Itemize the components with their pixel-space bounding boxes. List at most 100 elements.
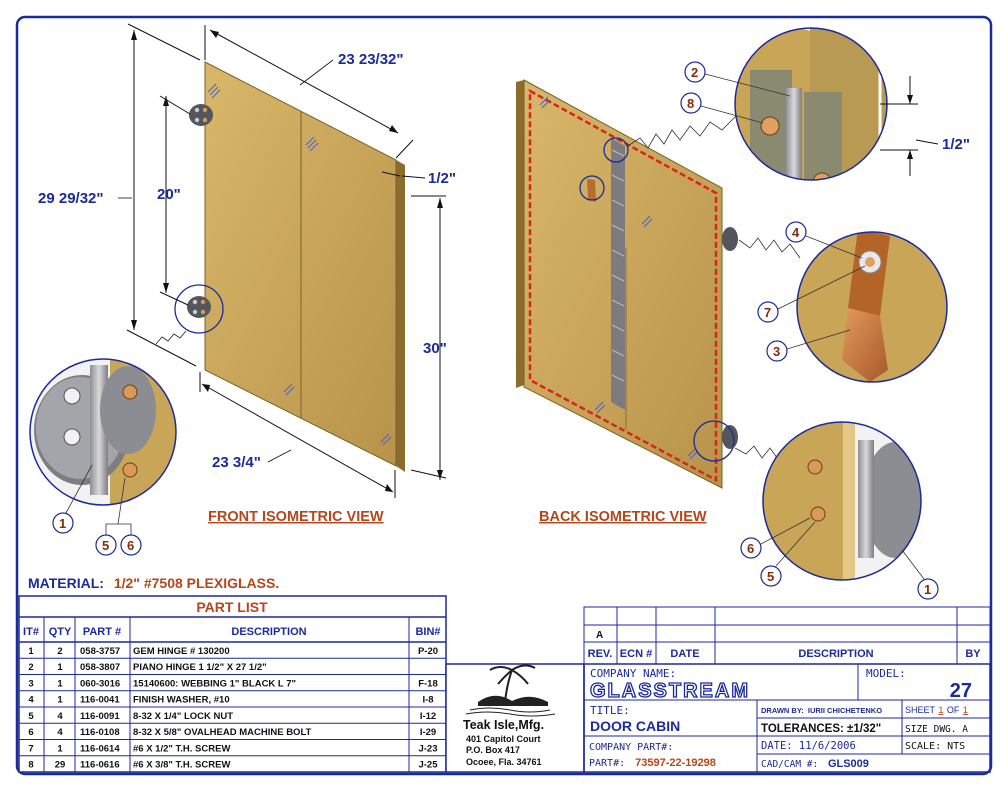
- tb-drawn-label: DRAWN BY:: [761, 706, 804, 715]
- table-cell: J-25: [418, 760, 438, 771]
- callout-top-2: 2: [691, 65, 698, 80]
- tb-cadcam: GLS009: [828, 758, 869, 770]
- front-hinge-detail: [29, 358, 177, 506]
- tb-sheet-label: SHEET: [905, 705, 936, 715]
- pl-header-qty: QTY: [49, 626, 72, 638]
- callout-front-6: 6: [127, 538, 134, 553]
- tb-drawn-line: DRAWN BY: IURII CHICHETENKO: [761, 706, 882, 715]
- pl-header-desc: DESCRIPTION: [231, 626, 306, 638]
- table-cell: 1: [57, 662, 63, 673]
- palm-island-logo: [465, 664, 556, 717]
- table-cell: 116-0108: [80, 727, 120, 738]
- table-cell: 058-3807: [80, 662, 120, 673]
- tb-model: 27: [950, 680, 972, 702]
- company-address-3: Ocoee, Fla. 34761: [466, 757, 542, 767]
- company-address-2: P.O. Box 417: [466, 745, 520, 755]
- callout-front-5: 5: [102, 538, 109, 553]
- table-cell: 6: [28, 727, 33, 738]
- rev-value: A: [596, 630, 603, 641]
- piano-hinge: [611, 138, 625, 410]
- table-cell: 116-0616: [80, 760, 120, 771]
- tb-date: DATE: 11/6/2006: [761, 740, 856, 752]
- tb-drawn-by: IURII CHICHETENKO: [808, 706, 882, 715]
- table-cell: 060-3016: [80, 678, 120, 689]
- table-cell: 116-0614: [80, 743, 120, 754]
- bottom-hinge-detail: [762, 421, 922, 581]
- tb-cadcam-label: CAD/CAM #:: [761, 759, 818, 770]
- dim-right-height: 30": [423, 340, 447, 357]
- table-cell: 4: [28, 695, 34, 706]
- table-cell: I-12: [420, 711, 436, 722]
- tb-company-name: GLASSTREAM: [590, 680, 750, 702]
- dim-bottom-width: 23 3/4": [212, 454, 261, 471]
- callout-bot-1: 1: [924, 582, 931, 597]
- pl-header-bin: BIN#: [415, 626, 440, 638]
- callout-front-1: 1: [59, 516, 66, 531]
- table-cell: P-20: [418, 646, 438, 657]
- gem-hinge-top: [189, 104, 213, 126]
- material-line: MATERIAL: 1/2" #7508 PLEXIGLASS.: [28, 575, 279, 591]
- company-name: Teak Isle,Mfg.: [463, 718, 544, 732]
- tb-sheet-line: SHEET 1 OF 1: [905, 705, 968, 715]
- rev-header-ecn: ECN #: [620, 648, 652, 660]
- table-cell: I-29: [420, 727, 436, 738]
- table-cell: 4: [57, 711, 63, 722]
- table-cell: 1: [57, 678, 63, 689]
- table-cell: I-8: [422, 695, 433, 706]
- table-cell: 116-0091: [80, 711, 120, 722]
- gem-hinge-bottom: [187, 296, 211, 318]
- table-cell: 2: [28, 662, 33, 673]
- table-cell: 15140600: WEBBING 1" BLACK L 7": [133, 678, 296, 689]
- top-hinge-detail: 1/2": [734, 27, 970, 181]
- company-address-1: 401 Capitol Court: [466, 734, 541, 744]
- pl-header-it: IT#: [23, 626, 39, 638]
- callout-mid-3: 3: [773, 344, 780, 359]
- tb-company-part-label: COMPANY PART#:: [589, 742, 673, 753]
- part-list-title: PART LIST: [196, 599, 268, 615]
- dim-thickness-front: 1/2": [428, 170, 456, 187]
- table-cell: 8: [28, 760, 33, 771]
- sheet-border: [15, 15, 993, 776]
- callout-top-8: 8: [687, 96, 694, 111]
- callout-mid-7: 7: [764, 305, 771, 320]
- table-cell: 8-32 X 5/8" OVALHEAD MACHINE BOLT: [133, 727, 312, 738]
- table-cell: 7: [28, 743, 33, 754]
- table-cell: 5: [28, 711, 34, 722]
- front-view-title: FRONT ISOMETRIC VIEW: [208, 509, 384, 525]
- dim-thickness-detail: 1/2": [942, 136, 970, 153]
- table-cell: 116-0041: [80, 695, 120, 706]
- front-view: 23 23/32" 29 29/32" 20" 1/2" 30" 23 3/4": [29, 23, 456, 556]
- table-cell: 1: [57, 743, 63, 754]
- tb-scale: SCALE: NTS: [905, 741, 965, 752]
- table-cell: #6 X 3/8" T.H. SCREW: [133, 760, 230, 771]
- dim-hinge-spacing: 20": [157, 186, 181, 203]
- table-cell: PIANO HINGE 1 1/2" X 27 1/2": [133, 662, 267, 673]
- title-block: [583, 663, 991, 773]
- rev-header-date: DATE: [670, 648, 699, 660]
- dim-top-width: 23 23/32": [338, 51, 404, 68]
- material-value: 1/2" #7508 PLEXIGLASS.: [114, 575, 279, 591]
- dim-outer-height: 29 29/32": [38, 190, 104, 207]
- table-cell: 058-3757: [80, 646, 120, 657]
- rev-header-by: BY: [965, 648, 981, 660]
- tb-cadcam-line: CAD/CAM #: GLS009: [761, 758, 869, 770]
- callout-bot-6: 6: [747, 541, 754, 556]
- table-cell: 1: [28, 646, 34, 657]
- table-cell: 2: [57, 646, 62, 657]
- table-cell: 29: [55, 760, 66, 771]
- tb-part-label: PART#:: [589, 758, 625, 769]
- tb-title-label: TITLE:: [590, 704, 630, 717]
- callout-mid-4: 4: [792, 225, 800, 240]
- tb-model-label: MODEL:: [866, 667, 906, 680]
- table-cell: GEM HINGE # 130200: [133, 646, 230, 657]
- back-view: BACK ISOMETRIC VIEW: [516, 79, 801, 525]
- rev-header-rev: REV.: [588, 648, 613, 660]
- part-list: PART LIST IT# QTY PART # DESCRIPTION BIN…: [18, 595, 447, 773]
- tb-tolerances: TOLERANCES: ±1/32": [761, 723, 881, 735]
- material-label: MATERIAL:: [28, 575, 104, 591]
- table-cell: 3: [28, 678, 33, 689]
- tb-part-num: 73597-22-19298: [635, 757, 716, 769]
- tb-sheet-of: OF: [947, 705, 960, 715]
- table-cell: J-23: [418, 743, 437, 754]
